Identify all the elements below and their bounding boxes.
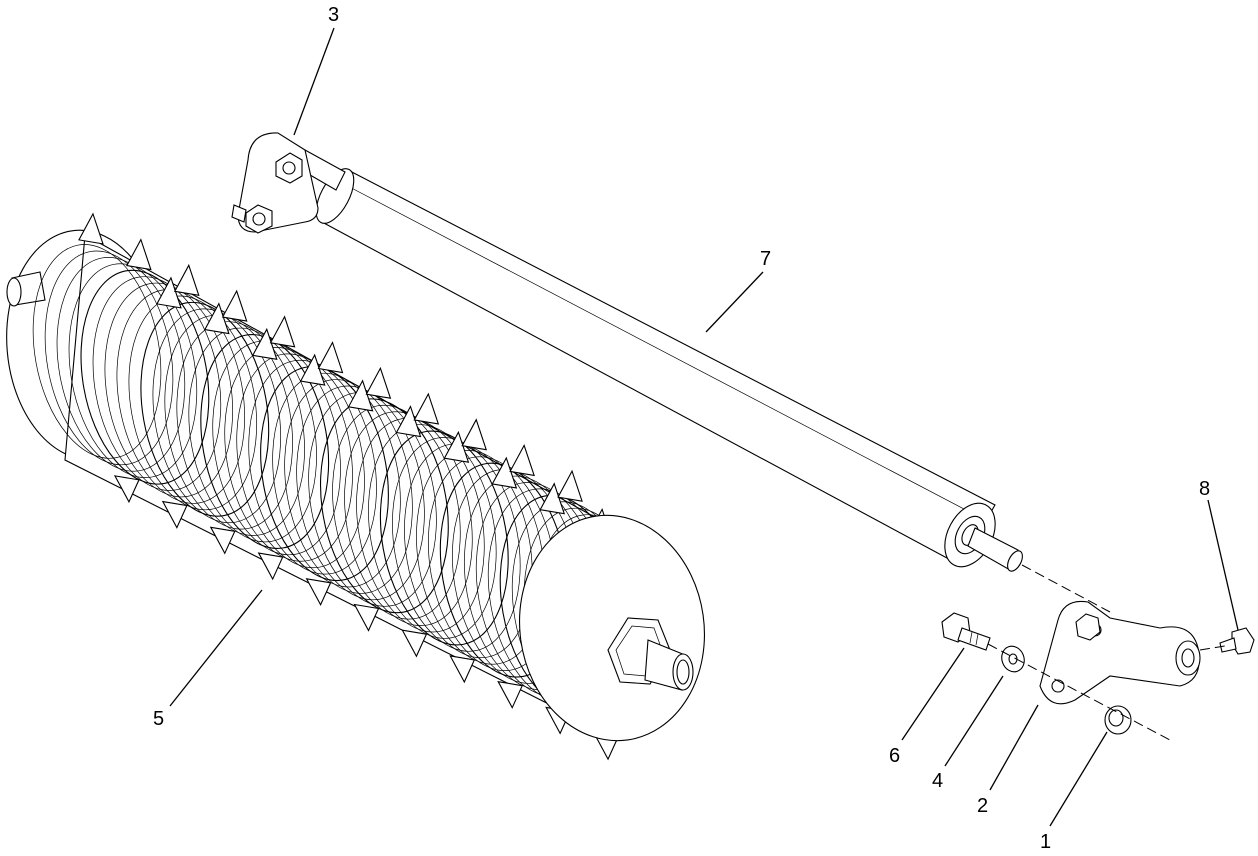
roller-tube	[297, 149, 1023, 572]
spiked-roller	[6, 212, 706, 761]
callout-7: 7	[760, 248, 771, 270]
leader-lines	[169, 27, 1239, 827]
roller-spike-rings	[32, 212, 665, 761]
callout-3: 3	[328, 4, 339, 26]
callout-5: 5	[153, 708, 164, 730]
grease-fitting	[1219, 627, 1255, 655]
callout-4: 4	[932, 770, 943, 792]
callout-6: 6	[889, 745, 900, 767]
callout-1: 1	[1040, 831, 1051, 853]
bolt	[941, 612, 991, 651]
left-bracket	[231, 132, 319, 234]
nut	[1104, 705, 1132, 735]
callout-8: 8	[1199, 478, 1210, 500]
callout-2: 2	[977, 795, 988, 817]
washer	[1001, 645, 1025, 673]
assembly-lines	[987, 564, 1226, 741]
right-bracket	[1039, 600, 1201, 705]
